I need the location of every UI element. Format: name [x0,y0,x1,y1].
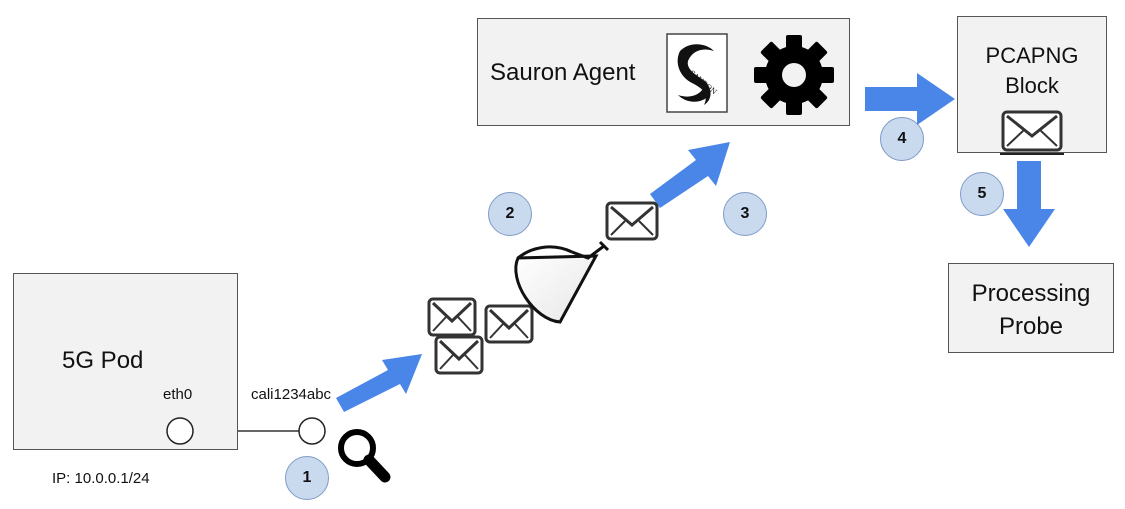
pod-box [13,273,238,450]
veth-port [298,417,326,445]
pod-title: 5G Pod [62,347,144,374]
envelope-icon [1000,110,1064,155]
pcapng-title-line1: PCAPNG [985,43,1079,68]
probe-title-line1: Processing [971,280,1091,307]
pcapng-title-line2: Block [1005,73,1059,98]
arrow-filter-to-agent [650,142,730,208]
envelope-icon [484,304,534,344]
eth0-port [166,417,194,445]
pod-ip-label: IP: 10.0.0.1/24 [52,470,150,487]
step-3-badge: 3 [723,192,767,236]
envelope-icon [427,297,477,337]
probe-box [948,263,1114,353]
envelope-icon [434,335,484,375]
arrow-agent-to-pcapng [865,73,955,125]
step-2-badge: 2 [488,192,532,236]
magnifier-icon [338,429,391,483]
gear-icon [754,35,834,115]
step-4-badge: 4 [880,117,924,161]
sauron-logo: SAURON [666,33,728,113]
probe-title-line2: Probe [998,313,1064,340]
envelope-icon [605,201,659,241]
veth-label: cali1234abc [251,386,332,403]
step-1-badge: 1 [285,456,329,500]
pod-interface-label: eth0 [163,386,193,403]
funnel-icon [514,240,610,324]
arrow-capture-to-filter [336,354,422,412]
agent-title: Sauron Agent [490,59,636,86]
step-5-badge: 5 [960,172,1004,216]
arrow-pcapng-to-probe [1003,161,1055,247]
